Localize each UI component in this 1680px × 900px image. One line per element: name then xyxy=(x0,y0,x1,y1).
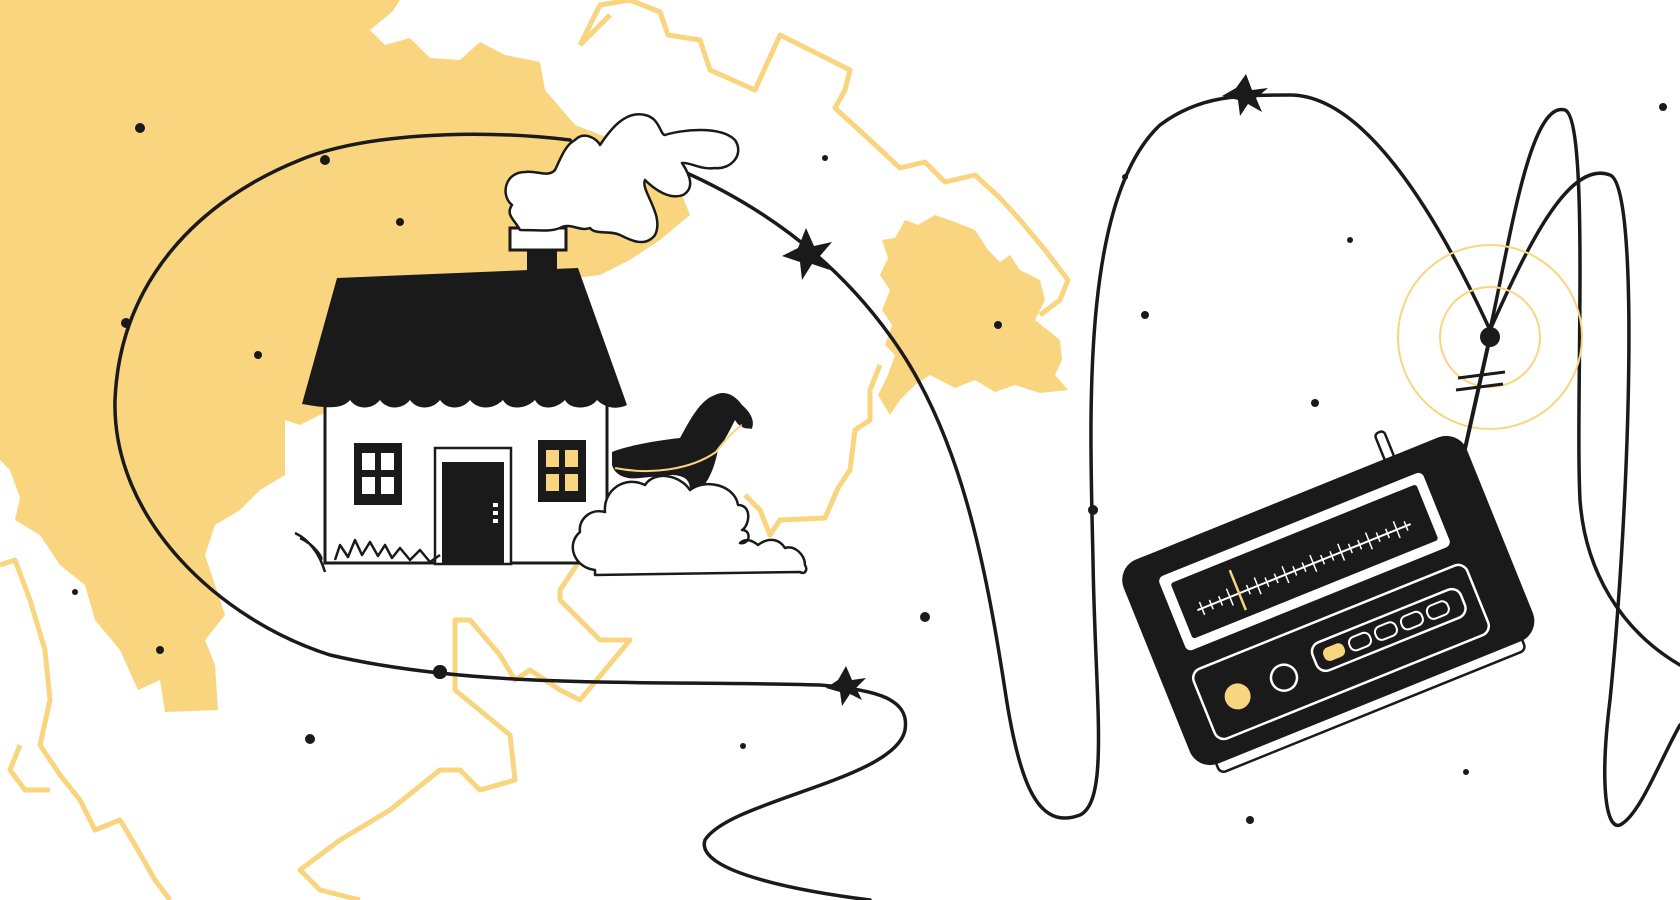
radio-icon xyxy=(1122,430,1535,773)
house-icon xyxy=(294,226,627,573)
bush-cloud-icon xyxy=(571,474,808,577)
dot-node-icon xyxy=(433,505,1098,679)
star-node-icon xyxy=(782,74,1268,706)
horse-icon xyxy=(612,393,753,490)
chimney-smoke-icon xyxy=(504,112,740,244)
wire-cable-icon xyxy=(113,93,1680,900)
